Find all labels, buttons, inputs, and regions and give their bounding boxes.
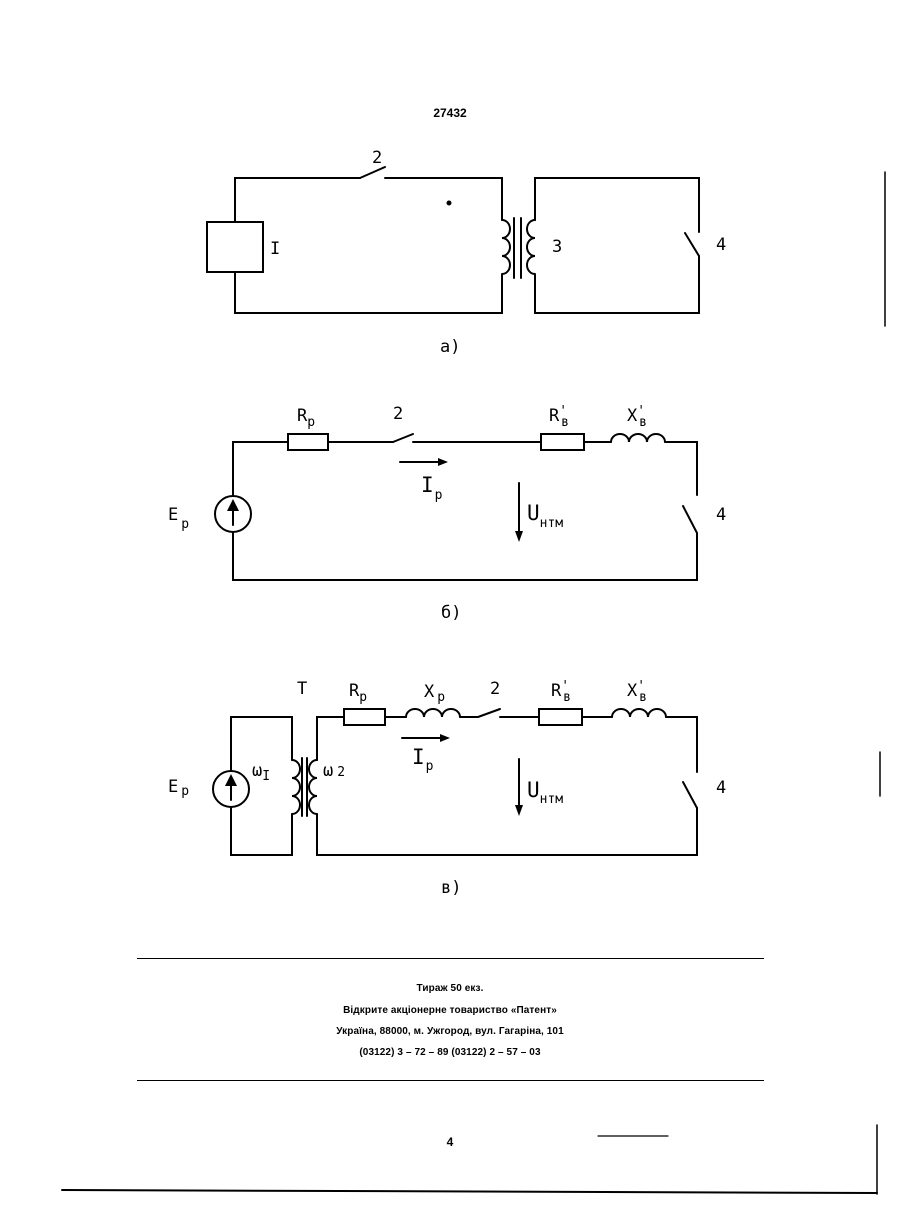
diagram-c-label-switch: 2 xyxy=(490,679,500,699)
imprint-address: Україна, 88000, м. Ужгород, вул. Гагарін… xyxy=(0,1026,900,1037)
diagram-b-source-arrowhead xyxy=(227,499,239,511)
diagram-c-resistor-rp xyxy=(344,709,385,725)
diagram-b-label-rp: Rp xyxy=(297,406,315,430)
diagram-c-label-rb: R'в xyxy=(551,679,571,705)
diagram-c-label-w1: ωI xyxy=(252,761,270,784)
diagram-c-secondary-winding xyxy=(309,760,317,814)
diagram-b-caption: б) xyxy=(441,603,461,623)
diagram-b-inductor-xb xyxy=(611,434,665,442)
diagram-c-wiring xyxy=(231,709,697,855)
diagram-b-resistor-rp xyxy=(288,434,328,450)
diagram-a-label-contact: 4 xyxy=(716,235,726,255)
diagram-c-inductor-xb xyxy=(612,709,666,717)
diagram-c-label-voltage: Uнтм xyxy=(527,778,563,807)
diagram-c-resistor-rb xyxy=(539,709,582,725)
imprint-phones: (03122) 3 – 72 – 89 (03122) 2 – 57 – 03 xyxy=(0,1047,900,1058)
imprint-bottom-rule xyxy=(137,1080,764,1081)
diagram-b-label-switch: 2 xyxy=(393,404,403,424)
diagram-a-wiring xyxy=(235,167,699,313)
diagram-a-secondary-winding xyxy=(527,220,535,274)
diagram-c-source-arrowhead xyxy=(225,774,237,786)
diagram-c-label-source: Ep xyxy=(168,777,189,799)
diagram-b-label-current: Ip xyxy=(421,473,443,503)
diagram-c-label-rp: Rp xyxy=(349,681,367,705)
diagram-b-current-arrowhead xyxy=(438,458,448,466)
page-number: 4 xyxy=(0,1135,900,1149)
scan-bottom-edge xyxy=(62,1190,877,1193)
diagram-b-voltage-arrowhead xyxy=(515,531,523,542)
imprint-publisher: Відкрите акціонерне товариство «Патент» xyxy=(0,1005,900,1016)
diagram-c-primary-winding xyxy=(292,760,300,814)
diagram-a-label-switch: 2 xyxy=(372,148,382,168)
diagram-b-resistor-rb xyxy=(541,434,584,450)
diagram-c-current-arrowhead xyxy=(440,734,450,742)
diagram-a-caption: а) xyxy=(440,337,460,357)
diagram-b-label-voltage: Uнтм xyxy=(527,501,563,531)
scan-speck xyxy=(447,201,452,206)
diagram-c-label-xb: X'в xyxy=(627,679,647,705)
diagram-c-inductor-xp xyxy=(406,709,460,717)
diagram-a-label-transformer: 3 xyxy=(552,237,562,257)
imprint-top-rule xyxy=(137,958,764,959)
diagram-c-label-current: Ip xyxy=(412,745,434,774)
diagram-b-label-rb: R'в xyxy=(549,404,569,430)
diagram-c-voltage-arrowhead xyxy=(515,805,523,816)
diagram-c-label-w2: ω2 xyxy=(323,761,345,781)
diagram-a-primary-winding xyxy=(502,220,510,274)
diagram-c-label-contact: 4 xyxy=(716,778,726,798)
diagram-b-label-source: Ep xyxy=(168,505,189,532)
diagram-a-label-source: I xyxy=(270,239,280,259)
diagram-a-source-box xyxy=(207,222,263,272)
diagram-c-caption: в) xyxy=(441,878,461,898)
diagram-b-label-contact: 4 xyxy=(716,505,726,525)
imprint-circulation: Тираж 50 екз. xyxy=(0,983,900,994)
diagram-b-label-xb: X'в xyxy=(627,404,647,430)
diagram-c-label-xp: Xp xyxy=(424,682,445,705)
diagram-b-wiring xyxy=(233,434,697,580)
diagram-c-label-transformer: T xyxy=(297,679,307,699)
